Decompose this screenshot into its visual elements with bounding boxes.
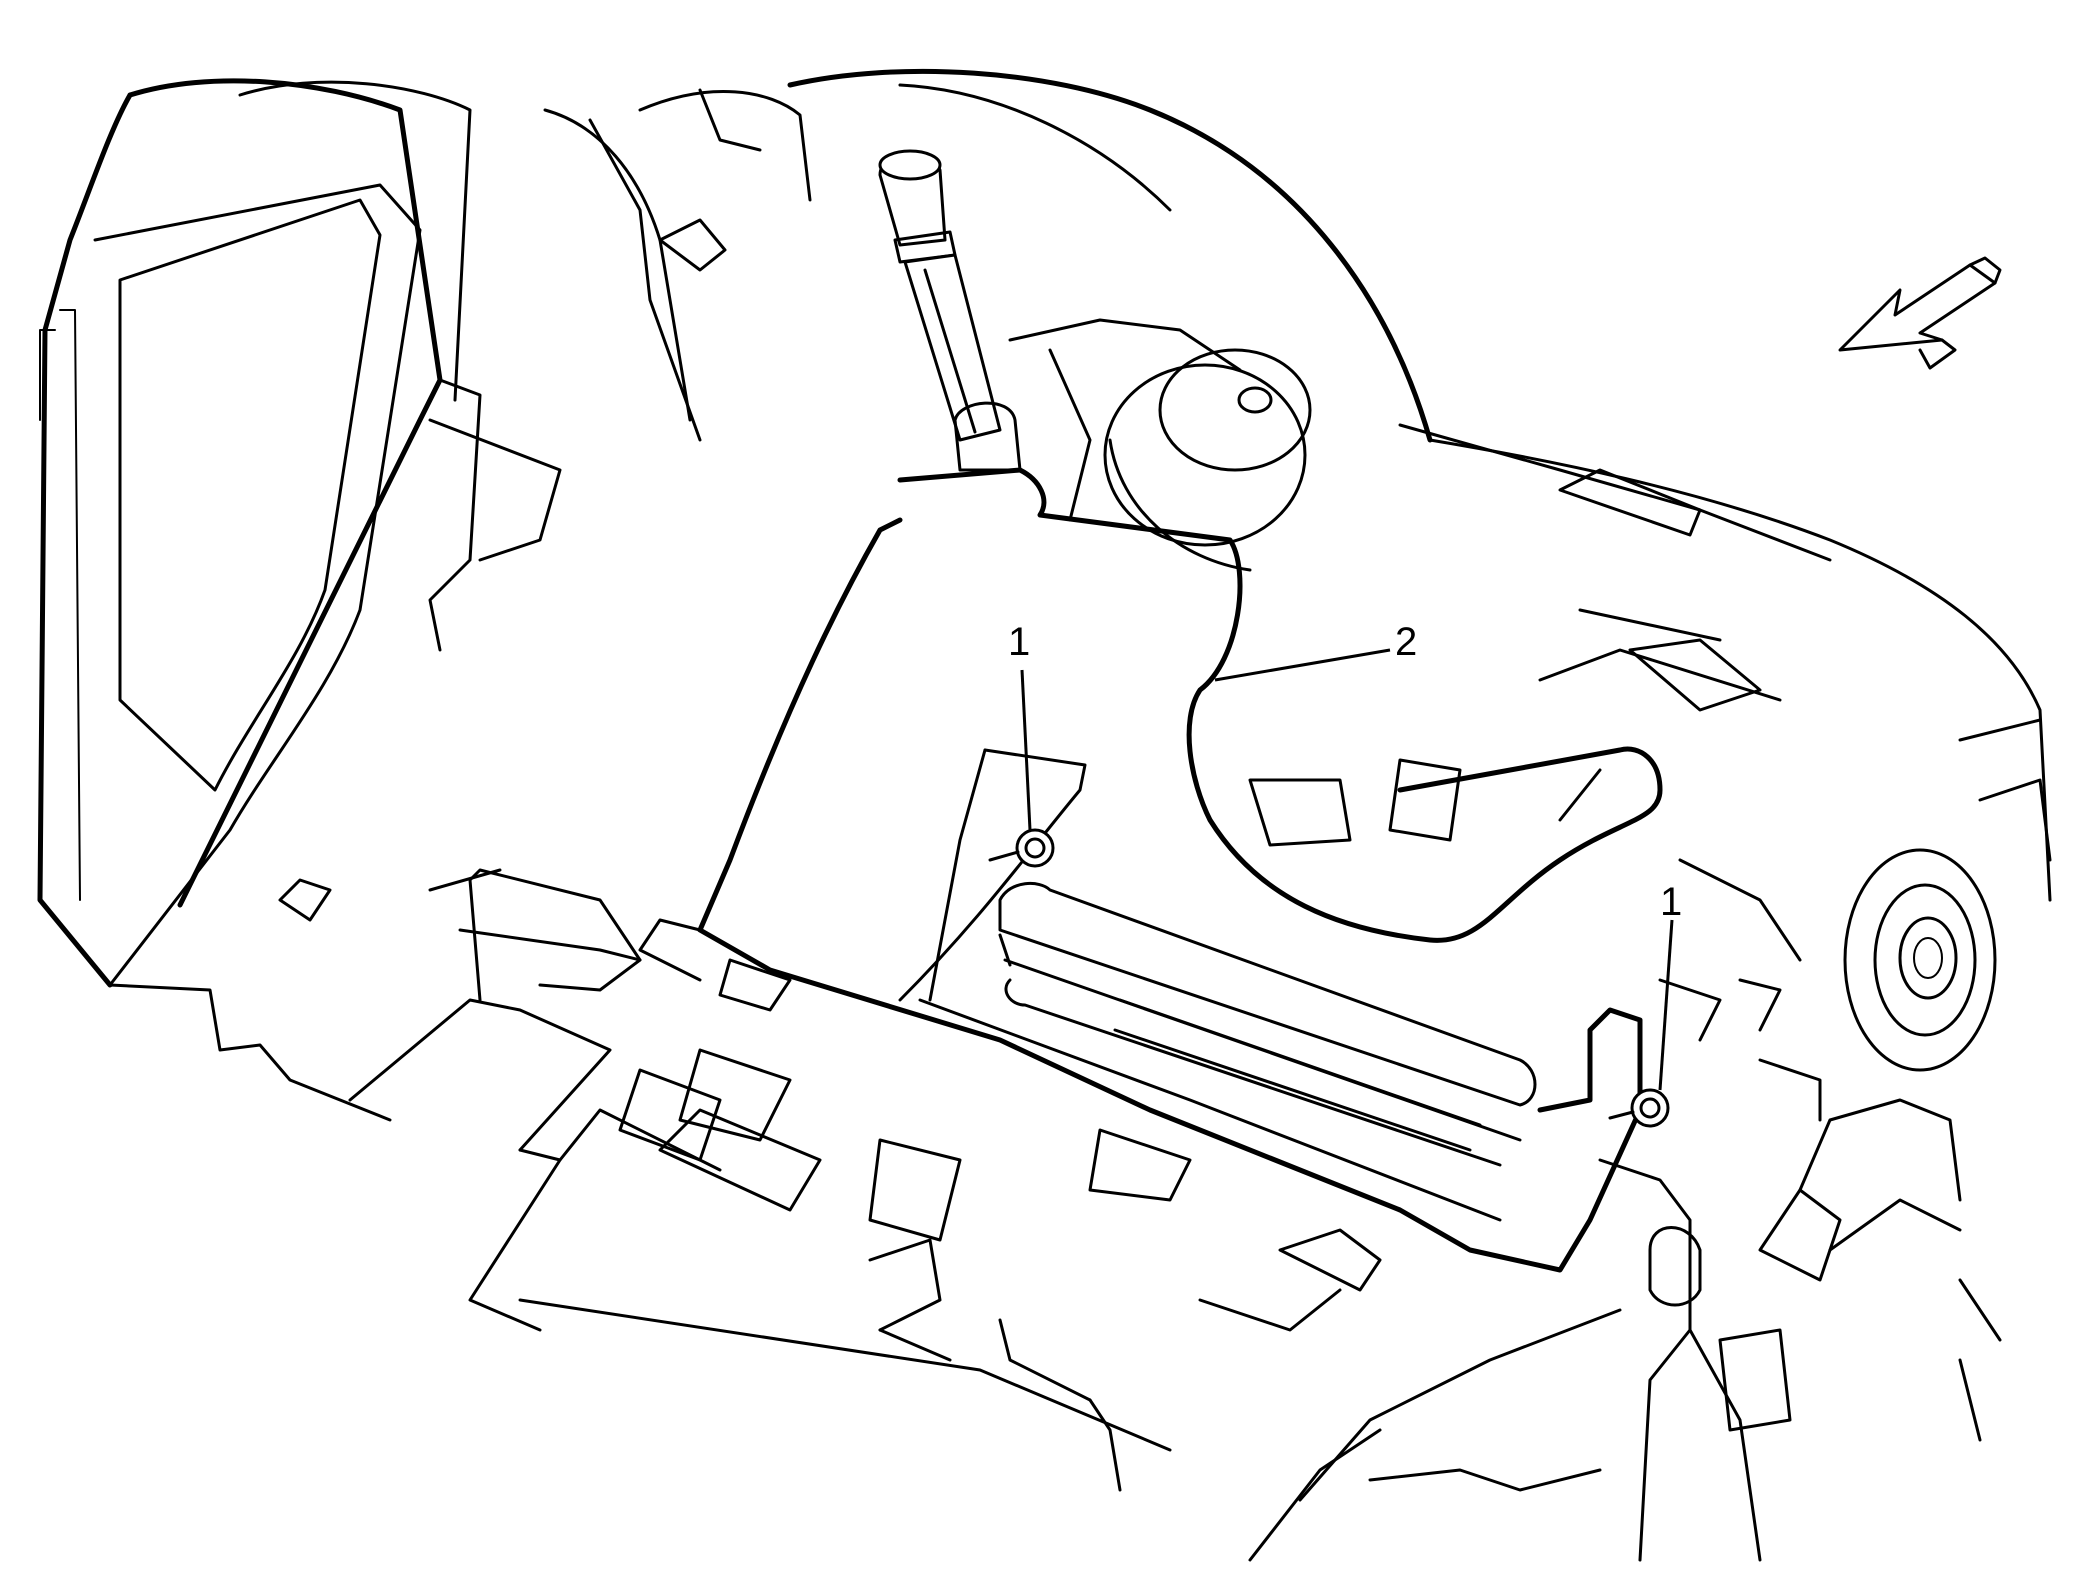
steering-column: [878, 149, 1022, 472]
left-side-panel: [37, 78, 562, 988]
dash-upper-shroud: [787, 68, 2052, 902]
a-pillar-trim: [238, 80, 812, 442]
fastener-left: [988, 828, 1055, 868]
callout-label-1-right: 1: [1660, 880, 1682, 924]
knee-airbag-module: [638, 517, 1643, 1273]
right-speaker: [1843, 848, 1997, 1072]
callout-label-1-left: 1: [1008, 620, 1030, 664]
callout-label-2: 2: [1395, 620, 1417, 664]
view-direction-arrow-icon: [1838, 256, 2002, 370]
steering-column-bracket: [1008, 318, 1312, 572]
callout-leaders: [1020, 648, 1674, 1091]
knee-bolster: [897, 467, 1663, 943]
fastener-right: [1608, 1088, 1670, 1128]
right-side-structure: [1538, 608, 2052, 1562]
lower-dash-panel: [108, 868, 1622, 1562]
